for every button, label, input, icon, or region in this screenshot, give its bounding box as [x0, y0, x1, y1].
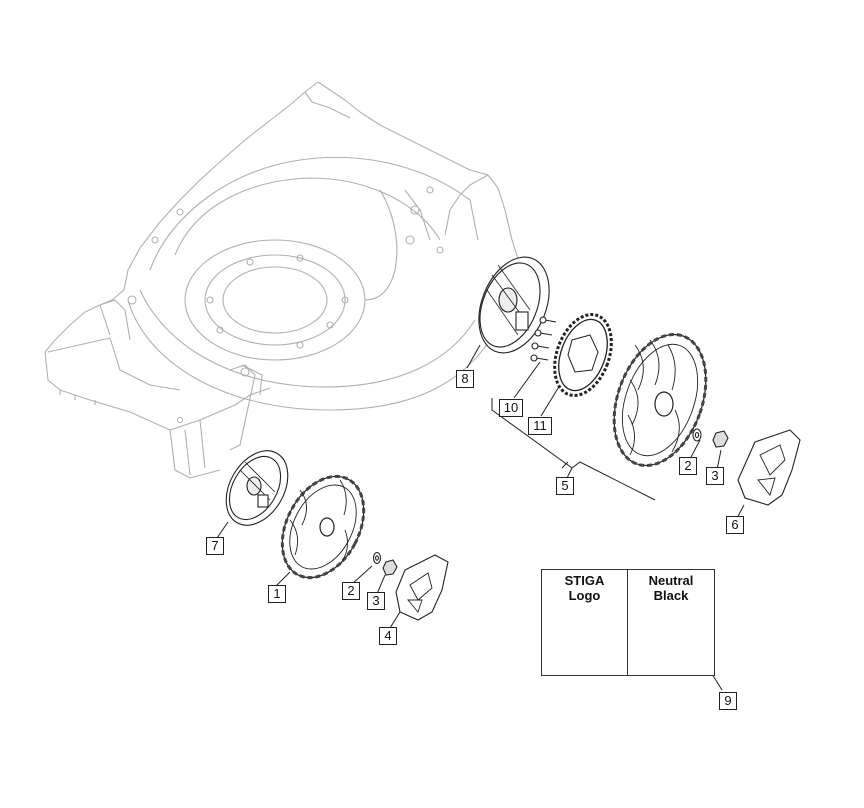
- rear-wheel: [612, 333, 708, 467]
- variant-title-neutral: Neutral Black: [648, 573, 694, 603]
- variant-cell-stiga: STIGA Logo: [542, 570, 628, 675]
- leader-lines: [216, 344, 745, 691]
- callout-9[interactable]: 9: [719, 692, 737, 710]
- rear-washer-nut: [692, 428, 729, 448]
- mower-deck: [44, 81, 531, 479]
- callout-2-rear[interactable]: 2: [679, 457, 697, 475]
- front-hub-cover: [225, 450, 289, 526]
- cap-variant-table: STIGA Logo Neutral Black: [541, 569, 715, 676]
- callout-7[interactable]: 7: [206, 537, 224, 555]
- screws: [530, 316, 557, 362]
- callout-5[interactable]: 5: [556, 477, 574, 495]
- callout-8[interactable]: 8: [456, 370, 474, 388]
- callout-3-front[interactable]: 3: [367, 592, 385, 610]
- callout-1[interactable]: 1: [268, 585, 286, 603]
- gear-ring: [553, 313, 613, 397]
- front-washer-nut: [372, 551, 398, 576]
- rear-wheel-cover: [737, 429, 801, 506]
- variant-cell-neutral: Neutral Black: [628, 570, 714, 675]
- front-wheel-cover: [395, 554, 449, 621]
- variant-title-stiga: STIGA Logo: [564, 573, 605, 603]
- callout-2-front[interactable]: 2: [342, 582, 360, 600]
- callout-10[interactable]: 10: [499, 399, 523, 417]
- callout-4[interactable]: 4: [379, 627, 397, 645]
- rear-hub-cover: [478, 256, 550, 354]
- callout-3-rear[interactable]: 3: [706, 467, 724, 485]
- front-wheel: [280, 474, 366, 580]
- callout-6[interactable]: 6: [726, 516, 744, 534]
- callout-11[interactable]: 11: [528, 417, 552, 435]
